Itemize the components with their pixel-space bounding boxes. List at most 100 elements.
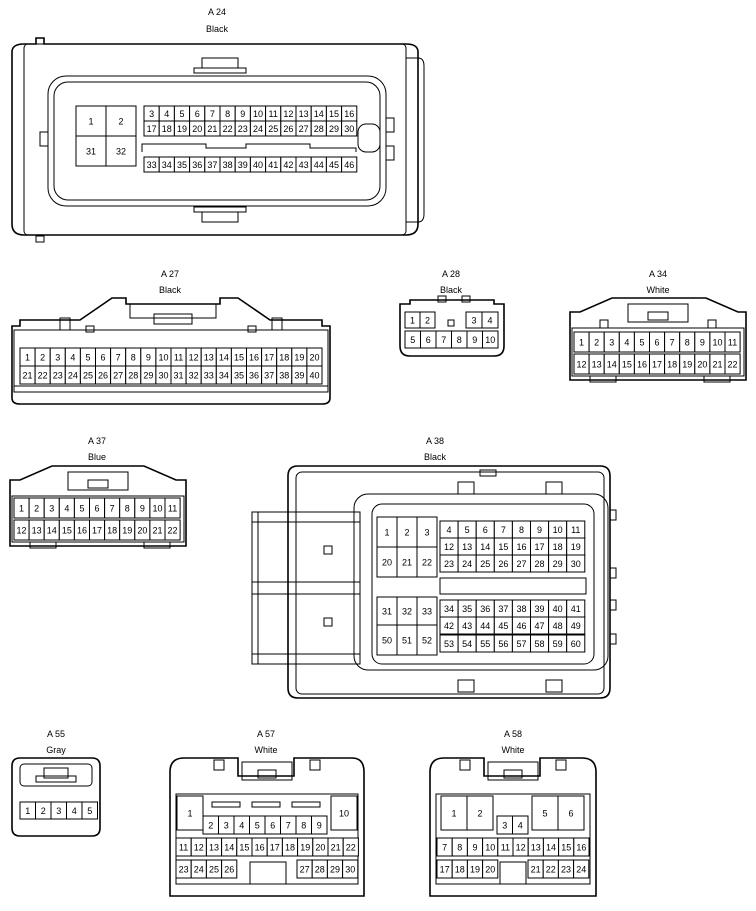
- a34-pin-8: 8: [679, 331, 696, 353]
- svg-text:38: 38: [279, 371, 289, 381]
- svg-text:23: 23: [561, 865, 571, 875]
- connector-a38-housing: [251, 465, 617, 699]
- svg-text:4: 4: [164, 109, 169, 119]
- svg-text:12: 12: [194, 843, 204, 853]
- svg-text:8: 8: [125, 504, 130, 514]
- svg-text:15: 15: [234, 353, 244, 363]
- a37-pin-3: 3: [43, 497, 60, 519]
- svg-text:21: 21: [331, 843, 341, 853]
- a27-pin-31: 31: [170, 365, 187, 385]
- svg-text:1: 1: [19, 504, 24, 514]
- a24-pin-10: 10: [249, 105, 267, 122]
- connector-a24-housing: [11, 37, 425, 243]
- svg-text:42: 42: [283, 160, 293, 170]
- svg-text:54: 54: [462, 639, 472, 649]
- svg-text:9: 9: [537, 525, 542, 535]
- svg-text:10: 10: [712, 338, 722, 348]
- a27-pin-11: 11: [170, 347, 187, 367]
- a57-pin-20: 20: [312, 837, 329, 857]
- a28-pin-3: 3: [465, 311, 483, 329]
- svg-text:19: 19: [300, 843, 310, 853]
- a38-pin-51: 51: [396, 624, 418, 656]
- a57-pin-17: 17: [266, 837, 283, 857]
- svg-text:2: 2: [118, 117, 123, 127]
- svg-text:3: 3: [424, 528, 429, 538]
- svg-text:24: 24: [194, 865, 204, 875]
- svg-text:57: 57: [516, 639, 526, 649]
- a38-pin-58: 58: [530, 634, 550, 653]
- svg-text:3: 3: [502, 821, 507, 831]
- svg-text:43: 43: [299, 160, 309, 170]
- a55-id-label: A 55: [47, 729, 65, 739]
- svg-text:15: 15: [561, 843, 571, 853]
- svg-text:19: 19: [122, 526, 132, 536]
- svg-text:28: 28: [315, 865, 325, 875]
- svg-text:7: 7: [110, 504, 115, 514]
- svg-text:6: 6: [568, 809, 573, 819]
- a55-pin-2: 2: [35, 801, 52, 820]
- a58-pin-22: 22: [542, 859, 559, 879]
- svg-text:49: 49: [571, 621, 581, 631]
- a37-pin-9: 9: [134, 497, 151, 519]
- a24-pin-30: 30: [341, 120, 358, 137]
- a37-pin-18: 18: [104, 519, 121, 541]
- svg-text:21: 21: [531, 865, 541, 875]
- a34-pin-6: 6: [649, 331, 666, 353]
- svg-text:26: 26: [224, 865, 234, 875]
- svg-text:7: 7: [441, 335, 446, 345]
- svg-text:1: 1: [579, 338, 584, 348]
- svg-text:36: 36: [480, 604, 490, 614]
- svg-text:39: 39: [294, 371, 304, 381]
- svg-text:11: 11: [174, 353, 183, 363]
- svg-text:11: 11: [168, 504, 177, 514]
- a57-pin-22: 22: [342, 837, 359, 857]
- a34-pin-11: 11: [724, 331, 741, 353]
- svg-text:32: 32: [189, 371, 199, 381]
- svg-text:21: 21: [23, 371, 33, 381]
- a34-pin-19: 19: [679, 353, 696, 375]
- a28-id-label: A 28: [442, 269, 460, 279]
- a38-pin-31: 31: [376, 596, 398, 626]
- a58-pin-7: 7: [436, 837, 453, 857]
- svg-text:20: 20: [382, 558, 392, 568]
- a24-pin-31: 31: [75, 135, 107, 167]
- svg-text:8: 8: [457, 843, 462, 853]
- a58-pin-6: 6: [557, 795, 585, 831]
- a38-pin-34: 34: [439, 599, 459, 618]
- a37-pin-6: 6: [89, 497, 106, 519]
- svg-text:26: 26: [98, 371, 108, 381]
- svg-text:13: 13: [592, 360, 602, 370]
- svg-text:23: 23: [179, 865, 189, 875]
- svg-text:17: 17: [535, 542, 545, 552]
- a38-pin-21: 21: [396, 546, 418, 578]
- svg-text:2: 2: [41, 806, 46, 816]
- svg-text:39: 39: [238, 160, 248, 170]
- a38-pin-12: 12: [439, 537, 459, 556]
- a57-pin-26: 26: [221, 859, 238, 879]
- svg-text:13: 13: [462, 542, 472, 552]
- svg-text:22: 22: [38, 371, 48, 381]
- a27-pin-39: 39: [291, 365, 308, 385]
- a38-pin-47: 47: [530, 616, 550, 635]
- svg-text:29: 29: [143, 371, 153, 381]
- a58-pin-1: 1: [440, 795, 468, 831]
- svg-text:33: 33: [422, 607, 432, 617]
- svg-text:7: 7: [116, 353, 121, 363]
- a27-pin-35: 35: [230, 365, 247, 385]
- a34-pin-22: 22: [724, 353, 741, 375]
- svg-text:16: 16: [255, 843, 265, 853]
- a28-pin-5: 5: [404, 330, 421, 349]
- a38-pin-15: 15: [493, 537, 513, 556]
- svg-text:16: 16: [344, 109, 354, 119]
- a38-pin-42: 42: [439, 616, 459, 635]
- svg-text:39: 39: [535, 604, 545, 614]
- a38-pin-35: 35: [457, 599, 477, 618]
- svg-text:8: 8: [225, 109, 230, 119]
- a57-pin-28: 28: [311, 859, 328, 879]
- svg-text:6: 6: [483, 525, 488, 535]
- a58-pin-8: 8: [451, 837, 468, 857]
- svg-text:10: 10: [485, 335, 495, 345]
- a34-pin-16: 16: [633, 353, 651, 375]
- a38-pin-8: 8: [511, 520, 532, 539]
- svg-text:40: 40: [309, 371, 319, 381]
